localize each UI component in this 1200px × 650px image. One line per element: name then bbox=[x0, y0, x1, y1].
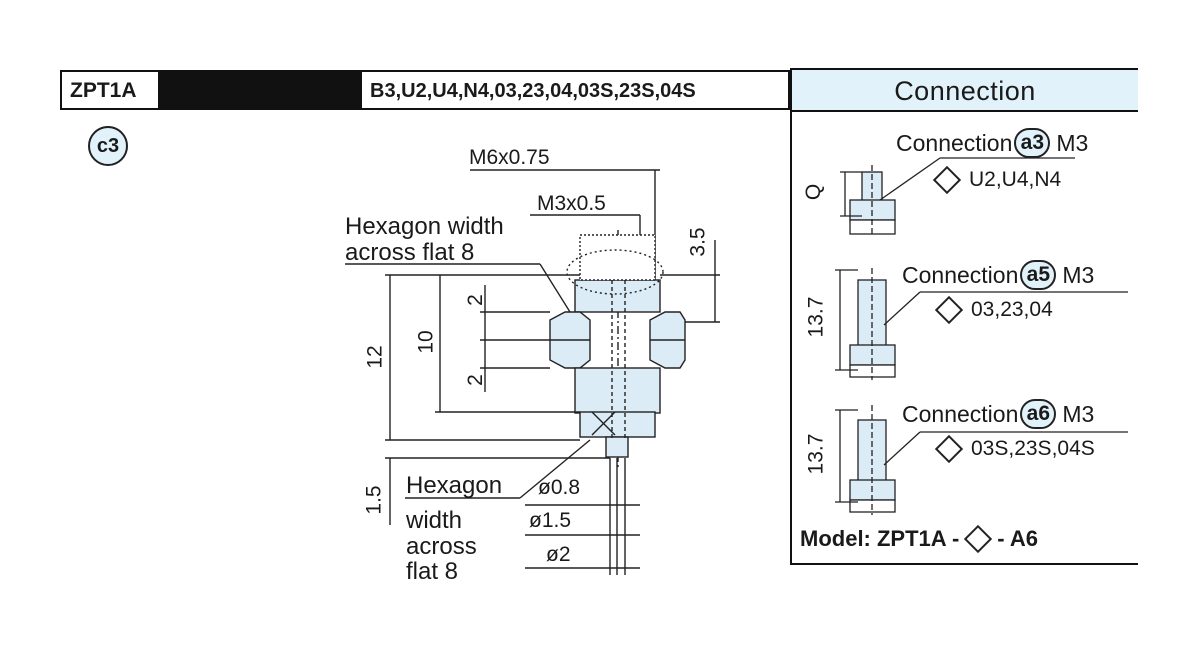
across-bottom-label: across bbox=[406, 533, 477, 560]
model-suffix: - A6 bbox=[997, 526, 1039, 551]
connection-a3-title: Connection a3 M3 bbox=[896, 128, 1088, 158]
diamond-icon bbox=[964, 524, 993, 554]
connection-a6-label: Connection bbox=[902, 400, 1019, 427]
connection-a6-models-text: 03S,23S,04S bbox=[971, 437, 1095, 460]
width-bottom-label: width bbox=[406, 507, 463, 534]
flat-8-bottom-label: flat 8 bbox=[406, 558, 459, 585]
diamond-icon bbox=[934, 434, 964, 464]
diamond-icon bbox=[932, 165, 962, 195]
connection-a6-title: Connection a6 M3 bbox=[902, 399, 1094, 429]
c3-badge: c3 bbox=[88, 126, 128, 166]
connection-a6-thread: M3 bbox=[1062, 400, 1095, 427]
model-designation: Model: ZPT1A - - A6 bbox=[800, 524, 1039, 554]
connection-a3-thread: M3 bbox=[1056, 129, 1089, 156]
connection-a5-models-text: 03,23,04 bbox=[971, 298, 1053, 321]
connection-a3-label: Connection bbox=[896, 129, 1013, 156]
connection-a3-models-text: U2,U4,N4 bbox=[969, 168, 1062, 191]
m6-thread-label: M6x0.75 bbox=[469, 146, 550, 169]
hexagon-width-label: Hexagon width bbox=[345, 213, 504, 240]
detail-ellipse bbox=[566, 249, 664, 295]
across-flat-label: across flat 8 bbox=[345, 239, 475, 266]
dim-13-7-a5: 13.7 bbox=[804, 296, 828, 338]
model-code: ZPT1A bbox=[60, 70, 158, 110]
header-black-band bbox=[158, 70, 362, 110]
connection-a5-models: 03,23,04 bbox=[934, 295, 1053, 325]
header-bar: ZPT1A B3,U2,U4,N4,03,23,04,03S,23S,04S C… bbox=[60, 68, 1138, 112]
hexagon-bottom-label: Hexagon bbox=[406, 472, 503, 499]
diameter-0-8: ø0.8 bbox=[538, 476, 581, 499]
connection-a5-thread: M3 bbox=[1062, 261, 1095, 288]
variant-codes: B3,U2,U4,N4,03,23,04,03S,23S,04S bbox=[362, 70, 790, 110]
m3-thread-label: M3x0.5 bbox=[537, 192, 606, 215]
diameter-1-5: ø1.5 bbox=[529, 509, 572, 532]
connection-a6-models: 03S,23S,04S bbox=[934, 434, 1095, 464]
connection-a5-title: Connection a5 M3 bbox=[902, 260, 1094, 290]
connection-a5-label: Connection bbox=[902, 261, 1019, 288]
connection-a6-code: a6 bbox=[1020, 399, 1057, 429]
connection-a5-code: a5 bbox=[1020, 260, 1057, 290]
model-label: Model: ZPT1A - bbox=[800, 526, 960, 551]
connection-panel bbox=[790, 112, 1138, 565]
diamond-icon bbox=[934, 295, 964, 325]
connection-a3-models: U2,U4,N4 bbox=[932, 165, 1062, 195]
connection-a3-code: a3 bbox=[1014, 128, 1051, 158]
dim-13-7-a6: 13.7 bbox=[804, 433, 828, 475]
section-title: Connection bbox=[790, 68, 1138, 112]
dim-q: Q bbox=[802, 183, 826, 201]
diameter-2: ø2 bbox=[546, 543, 571, 566]
